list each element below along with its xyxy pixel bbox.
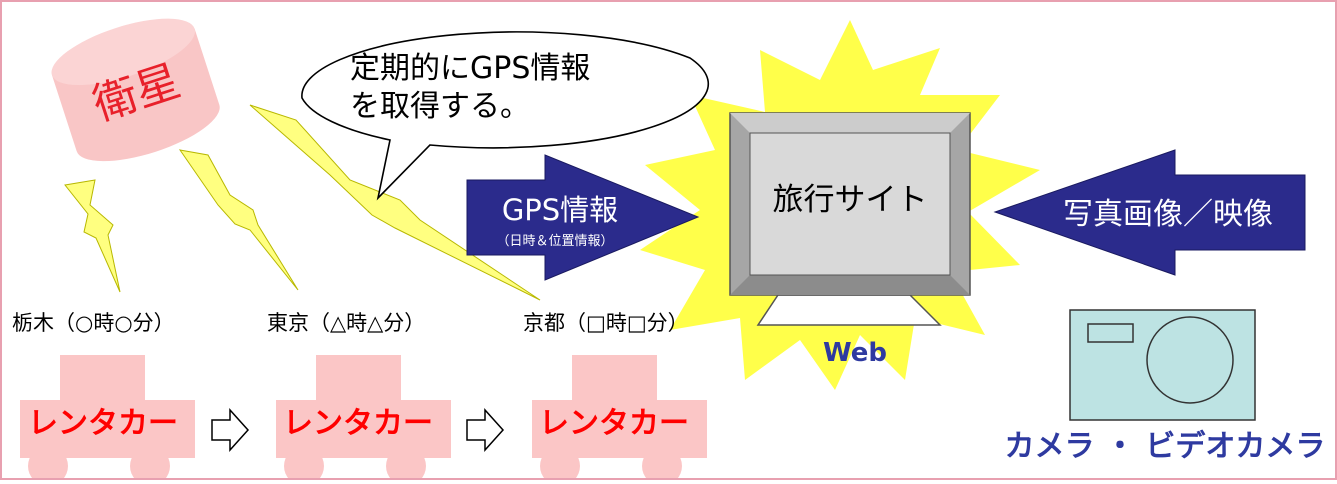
rental-car: レンタカー — [276, 355, 451, 484]
media-arrow-label: 写真画像／映像 — [1063, 197, 1273, 232]
monitor: 旅行サイト — [729, 112, 971, 326]
web-caption: Web — [823, 338, 887, 368]
camera-caption: カメラ ・ ビデオカメラ — [1005, 429, 1326, 464]
rental-car-label: レンタカー — [539, 406, 689, 441]
rental-car: レンタカー — [20, 355, 195, 484]
rental-car-label: レンタカー — [28, 406, 178, 441]
rental-car: レンタカー — [532, 355, 707, 484]
lightning-bolt-3 — [249, 104, 541, 301]
travel-site-label: 旅行サイト — [773, 182, 928, 218]
speech-bubble: 定期的にGPS情報 を取得する。 — [301, 31, 710, 201]
lightning-bolt-2 — [178, 149, 299, 291]
location-label: 栃木（○時○分） — [12, 311, 175, 335]
camera-icon — [1069, 309, 1256, 421]
location-label: 京都（□時□分） — [523, 311, 689, 335]
media-arrow: 写真画像／映像 — [993, 149, 1306, 276]
transition-arrow — [466, 408, 505, 452]
location-label: 東京（△時△分） — [267, 311, 425, 335]
lightning-bolt-1 — [64, 179, 121, 293]
gps-arrow: GPS情報 （日時＆位置情報） — [466, 154, 700, 281]
speech-bubble-line2: を取得する。 — [350, 89, 530, 124]
rental-car-label: レンタカー — [283, 406, 433, 441]
gps-arrow-subtitle: （日時＆位置情報） — [496, 234, 613, 249]
satellite: 衛星 — [51, 18, 220, 162]
monitor-screen — [749, 132, 951, 276]
gps-arrow-title: GPS情報 — [502, 193, 618, 227]
speech-bubble-line1: 定期的にGPS情報 — [350, 51, 590, 86]
transition-arrow — [211, 408, 250, 452]
